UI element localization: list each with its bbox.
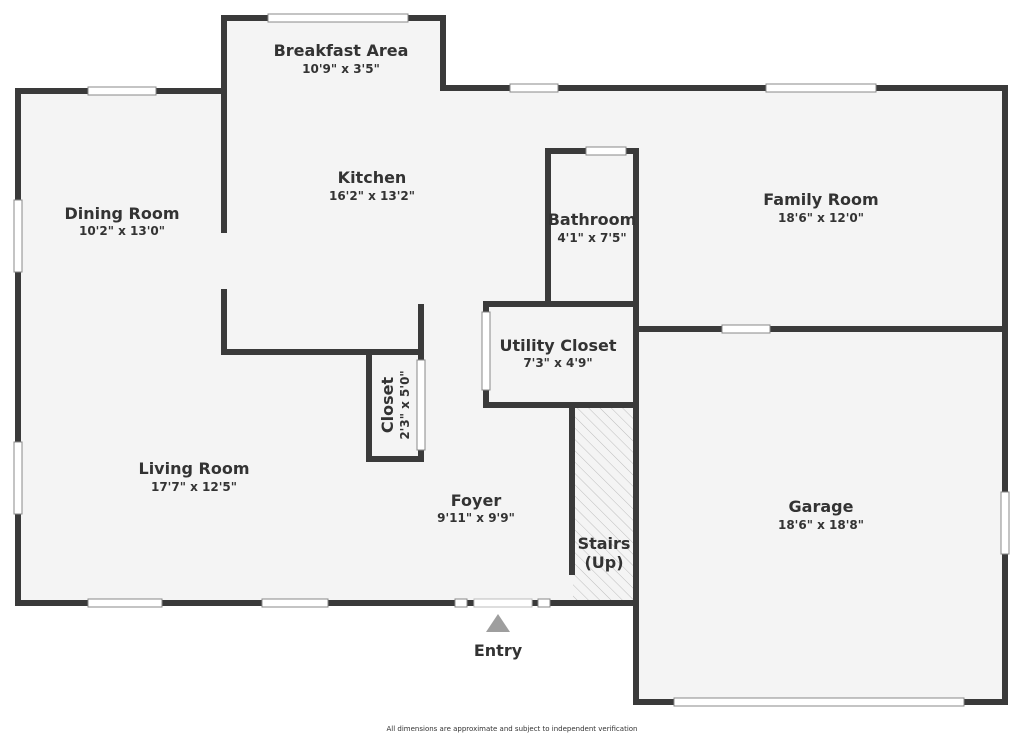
family-room-dims: 18'6" x 12'0"	[778, 211, 864, 225]
stairs-hatch	[573, 407, 633, 600]
closet-label: Closet	[378, 377, 397, 434]
entry-label: Entry	[474, 641, 523, 660]
breakfast-area-label: Breakfast Area	[274, 41, 409, 60]
floor-areas	[18, 18, 1005, 702]
bathroom-label: Bathroom	[548, 210, 637, 229]
kitchen-dims: 16'2" x 13'2"	[329, 189, 415, 203]
utility-closet-label: Utility Closet	[500, 336, 617, 355]
living-room-label: Living Room	[139, 459, 250, 478]
dining-room-dims: 10'2" x 13'0"	[79, 224, 165, 238]
kitchen-label: Kitchen	[338, 168, 407, 187]
utility-closet-dims: 7'3" x 4'9"	[523, 356, 592, 370]
stairs-direction-label: (Up)	[584, 553, 623, 572]
living-room-dims: 17'7" x 12'5"	[151, 480, 237, 494]
bathroom-dims: 4'1" x 7'5"	[557, 231, 626, 245]
family-room-label: Family Room	[763, 190, 878, 209]
entry-arrow-icon	[486, 614, 510, 632]
garage-dims: 18'6" x 18'8"	[778, 518, 864, 532]
breakfast-area-dims: 10'9" x 3'5"	[302, 62, 380, 76]
dining-room-label: Dining Room	[64, 204, 179, 223]
closet-dims: 2'3" x 5'0"	[398, 370, 412, 439]
garage-label: Garage	[789, 497, 854, 516]
windows	[13, 13, 1010, 707]
footer-disclaimer: All dimensions are approximate and subje…	[387, 725, 638, 733]
foyer-label: Foyer	[451, 491, 502, 510]
walls	[15, 15, 1008, 705]
stairs-label: Stairs	[578, 534, 631, 553]
foyer-dims: 9'11" x 9'9"	[437, 511, 515, 525]
